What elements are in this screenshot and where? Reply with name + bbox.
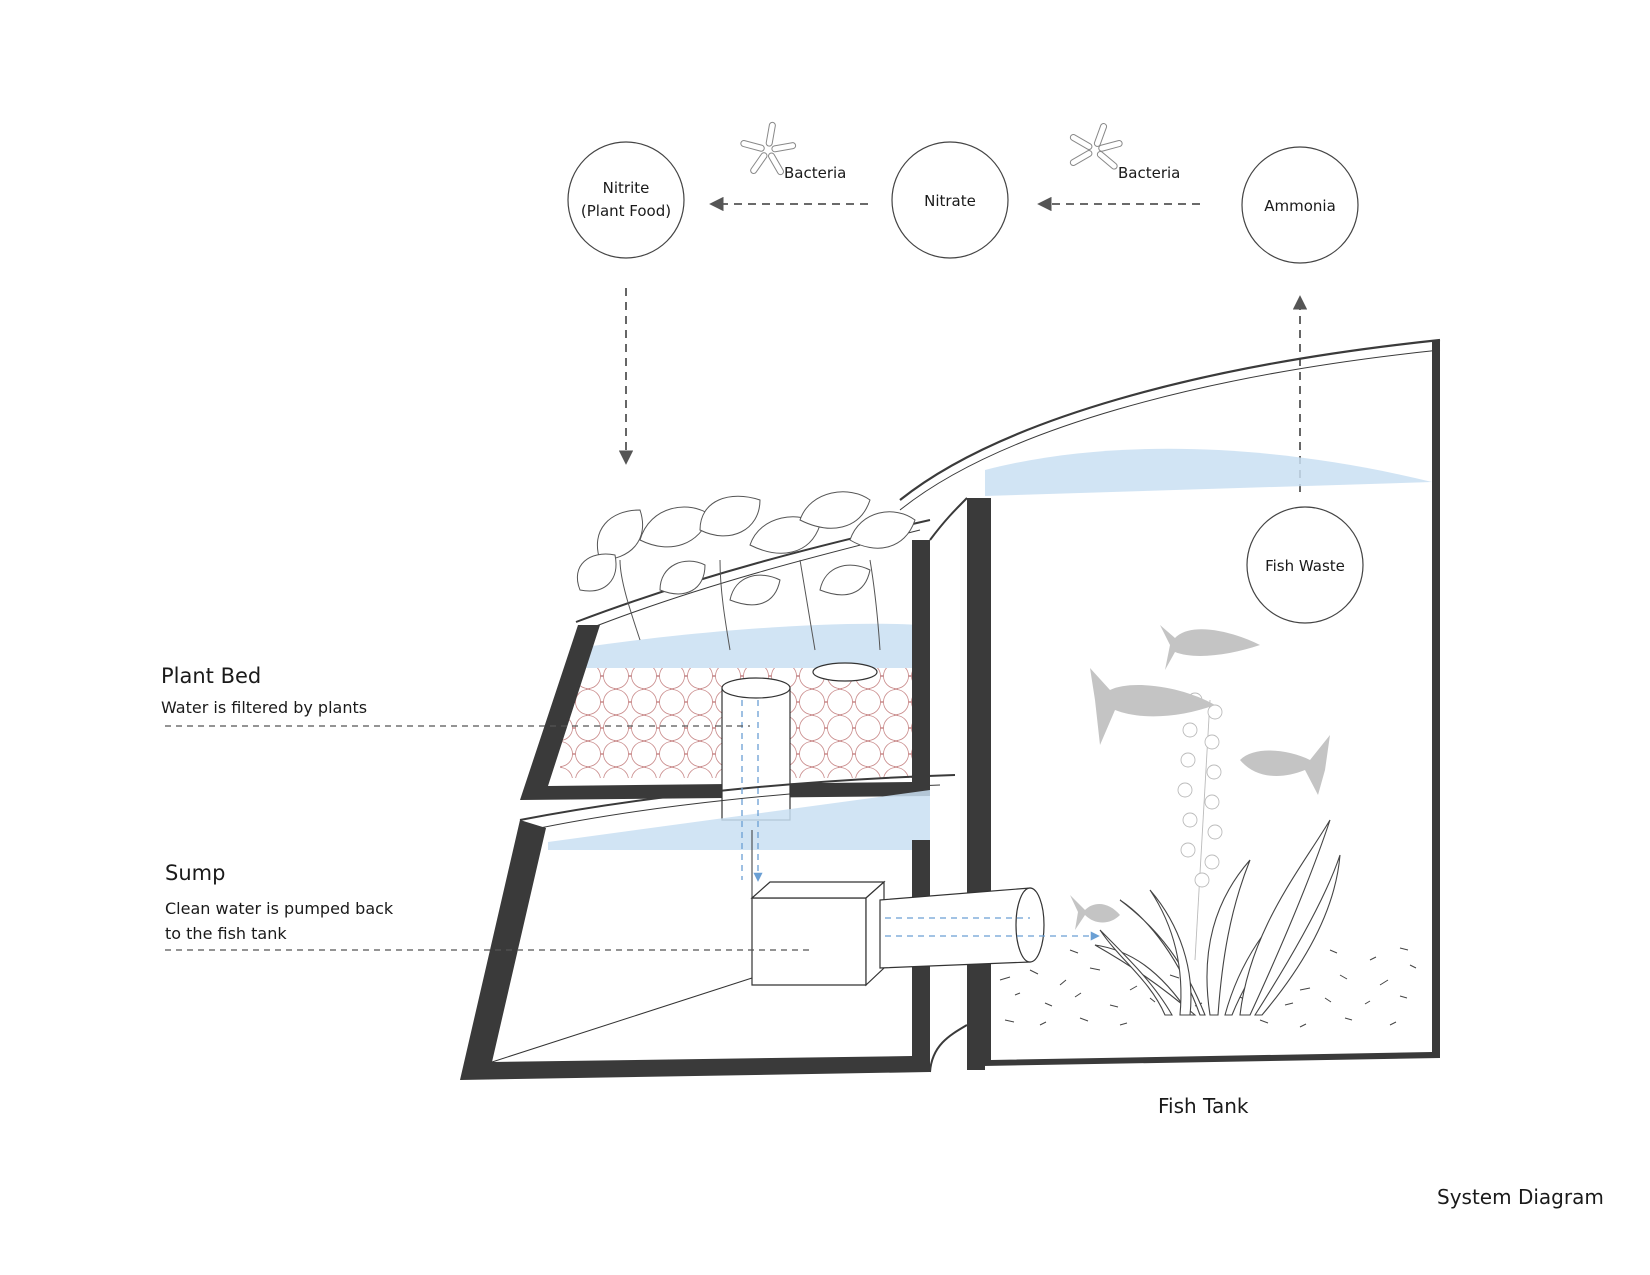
pipe-icon	[721, 662, 878, 821]
node-fish-waste: Fish Waste	[1246, 506, 1364, 624]
plant-bed-description: Water is filtered by plants	[161, 698, 368, 717]
plant-bed-title: Plant Bed	[161, 664, 262, 688]
sump-title: Sump	[165, 861, 226, 885]
node-nitrite: Nitrite (Plant Food)	[567, 141, 685, 259]
bacteria-label-right: Bacteria	[1118, 164, 1180, 182]
sump-water	[548, 790, 930, 850]
sump-description-line2: to the fish tank	[165, 924, 287, 943]
nitrite-label: Nitrite	[603, 179, 650, 197]
fish-tank-label: Fish Tank	[1158, 1094, 1249, 1118]
fish-icon	[1070, 625, 1330, 930]
ammonia-label: Ammonia	[1264, 197, 1336, 215]
tank-water-surface	[985, 448, 1432, 496]
node-nitrate: Nitrate	[891, 141, 1009, 259]
pump-icon	[750, 880, 886, 987]
node-ammonia: Ammonia	[1241, 146, 1359, 264]
nitrate-label: Nitrate	[924, 192, 976, 210]
sump	[460, 774, 968, 1080]
bacteria-label-left: Bacteria	[784, 164, 846, 182]
bacteria-icon	[1069, 123, 1123, 170]
plant-icon	[577, 491, 916, 651]
fish-waste-label: Fish Waste	[1265, 557, 1345, 575]
bacteria-icon	[740, 121, 797, 176]
plant-icon	[1094, 819, 1341, 1016]
sump-description-line1: Clean water is pumped back	[165, 899, 394, 918]
diagram-caption: System Diagram	[1437, 1185, 1604, 1209]
pipe-icon	[879, 887, 1045, 969]
plant-food-label: (Plant Food)	[581, 202, 671, 220]
